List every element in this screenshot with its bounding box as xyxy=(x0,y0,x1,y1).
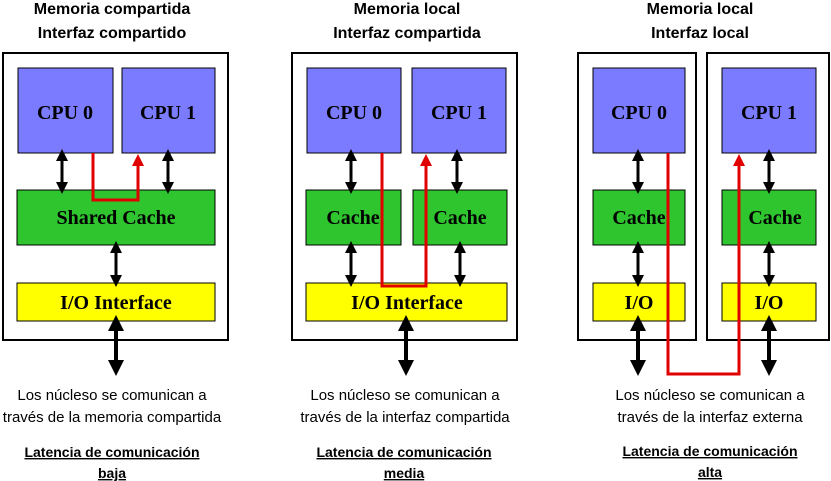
communication-path xyxy=(666,153,745,376)
panel-shared-interface: Memoria local Interfaz compartida CPU 0 … xyxy=(291,1,518,481)
cpu0-block xyxy=(592,67,686,154)
io0-block xyxy=(592,282,686,322)
latency-line1: Latencia de comunicación xyxy=(622,443,797,459)
io-interface-label: I/O Interface xyxy=(60,292,172,314)
panel-title-line1: Memoria local xyxy=(354,1,461,18)
panel-title-line2: Interfaz compartida xyxy=(333,25,481,42)
cpu0-label: CPU 0 xyxy=(37,102,93,124)
cpu1-label: CPU 1 xyxy=(741,102,797,124)
panel-shared-memory: Memoria compartida Interfaz compartido C… xyxy=(2,1,229,481)
cpu1-label: CPU 1 xyxy=(431,102,487,124)
cpu1-label: CPU 1 xyxy=(140,102,196,124)
latency-line1: Latencia de comunicación xyxy=(316,444,491,460)
panel-title-line2: Interfaz compartido xyxy=(38,25,187,42)
description-line2: través de la interfaz compartida xyxy=(300,409,510,426)
cache0-label: Cache xyxy=(612,207,665,229)
communication-path xyxy=(91,153,144,202)
latency-line2: media xyxy=(384,465,425,481)
cache1-label: Cache xyxy=(748,207,801,229)
panel-title-line2: Interfaz local xyxy=(651,25,749,42)
cache1-block xyxy=(412,189,508,246)
cache0-label: Cache xyxy=(326,207,379,229)
io0-label: I/O xyxy=(625,292,654,314)
panel-title-line1: Memoria compartida xyxy=(34,1,191,18)
description-line1: Los núcleso se comunican a xyxy=(17,387,207,404)
io-interface-block xyxy=(305,282,508,322)
description-line1: Los núcleso se comunican a xyxy=(615,387,805,404)
io1-label: I/O xyxy=(755,292,784,314)
description-line2: través de la memoria compartida xyxy=(3,409,222,426)
communication-path xyxy=(380,153,432,288)
description-line1: Los núcleso se comunican a xyxy=(310,387,500,404)
shared-cache-label: Shared Cache xyxy=(56,207,175,229)
cpu0-label: CPU 0 xyxy=(326,102,382,124)
cache0-block xyxy=(305,189,402,246)
io-interface-label: I/O Interface xyxy=(351,292,463,314)
cpu0-block xyxy=(306,67,402,154)
latency-line2: baja xyxy=(98,465,126,481)
cpu0-block xyxy=(17,67,114,154)
panel-title-line1: Memoria local xyxy=(647,1,754,18)
cpu1-block xyxy=(411,67,507,154)
latency-line2: alta xyxy=(698,464,722,480)
cache0-block xyxy=(592,189,686,246)
cpu1-block xyxy=(721,67,817,154)
cpu1-block xyxy=(121,67,216,154)
description-line2: través de la interfaz externa xyxy=(617,409,803,426)
cache1-label: Cache xyxy=(433,207,486,229)
latency-line1: Latencia de comunicación xyxy=(24,444,199,460)
panel-local-interface: Memoria local Interfaz local CPU 0 CPU 1… xyxy=(577,1,830,480)
cpu0-label: CPU 0 xyxy=(611,102,667,124)
